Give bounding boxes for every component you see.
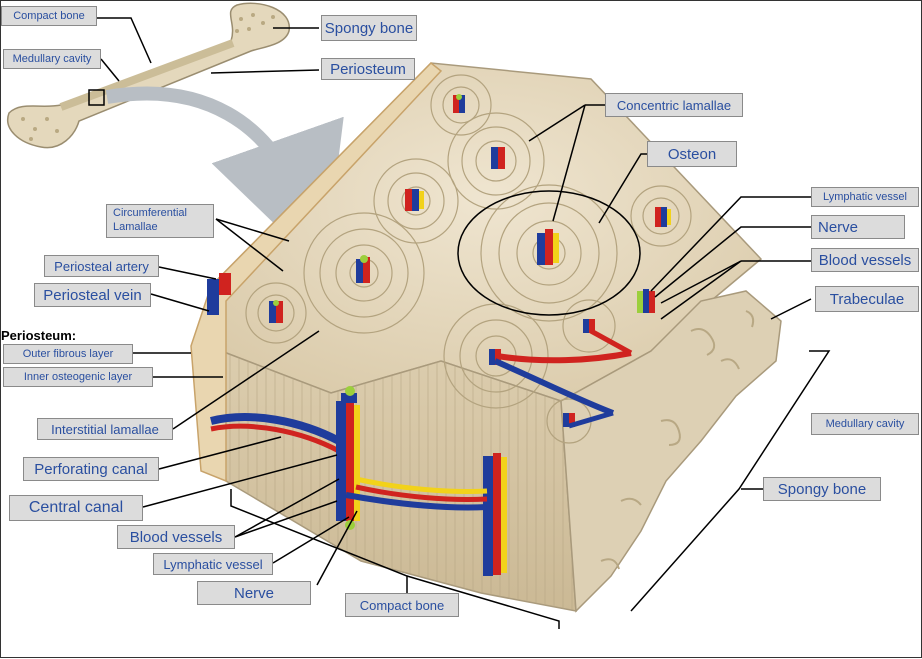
label-inner-osteogenic-layer: Inner osteogenic layer	[3, 367, 153, 387]
leader-lines	[97, 17, 831, 629]
zoom-box	[88, 89, 105, 106]
label-compact-bone-bottom: Compact bone	[345, 593, 459, 617]
label-blood-vessels-bottom: Blood vessels	[117, 525, 235, 549]
label-nerve-right: Nerve	[811, 215, 905, 239]
osteon-rings	[245, 74, 692, 444]
label-periosteum-heading: Periosteum:	[1, 328, 77, 343]
label-concentric-lamallae: Concentric lamallae	[605, 93, 743, 117]
label-spongy-bone-bottom: Spongy bone	[763, 477, 881, 501]
label-circumferential-lamallae: Circumferential Lamallae	[106, 204, 214, 238]
vessel-bundles	[207, 94, 671, 427]
osteon-outline	[457, 190, 641, 316]
label-interstitial-lamallae: Interstitial lamallae	[37, 418, 173, 440]
label-perforating-canal: Perforating canal	[23, 457, 159, 481]
label-periosteal-vein: Periosteal vein	[34, 283, 151, 307]
label-nerve-bottom: Nerve	[197, 581, 311, 605]
periosteum-layer	[190, 61, 443, 483]
label-medullary-cavity-right: Medullary cavity	[811, 413, 919, 435]
label-central-canal: Central canal	[9, 495, 143, 521]
label-compact-bone-top: Compact bone	[1, 6, 97, 26]
label-spongy-bone-top: Spongy bone	[321, 15, 417, 41]
label-osteon: Osteon	[647, 141, 737, 167]
label-lymphatic-vessel-bottom: Lymphatic vessel	[153, 553, 273, 575]
label-periosteal-artery: Periosteal artery	[44, 255, 159, 277]
zoom-arrow	[105, 86, 344, 272]
label-lymphatic-vessel-right: Lymphatic vessel	[811, 187, 919, 207]
spongy-bone-region	[560, 290, 782, 613]
label-periosteum-top: Periosteum	[321, 58, 415, 80]
label-medullary-cavity-top: Medullary cavity	[3, 49, 101, 69]
long-bone	[7, 2, 290, 149]
label-blood-vessels-right: Blood vessels	[811, 248, 919, 272]
label-trabeculae: Trabeculae	[815, 286, 919, 312]
front-vessels	[210, 386, 507, 576]
label-outer-fibrous-layer: Outer fibrous layer	[3, 344, 133, 364]
